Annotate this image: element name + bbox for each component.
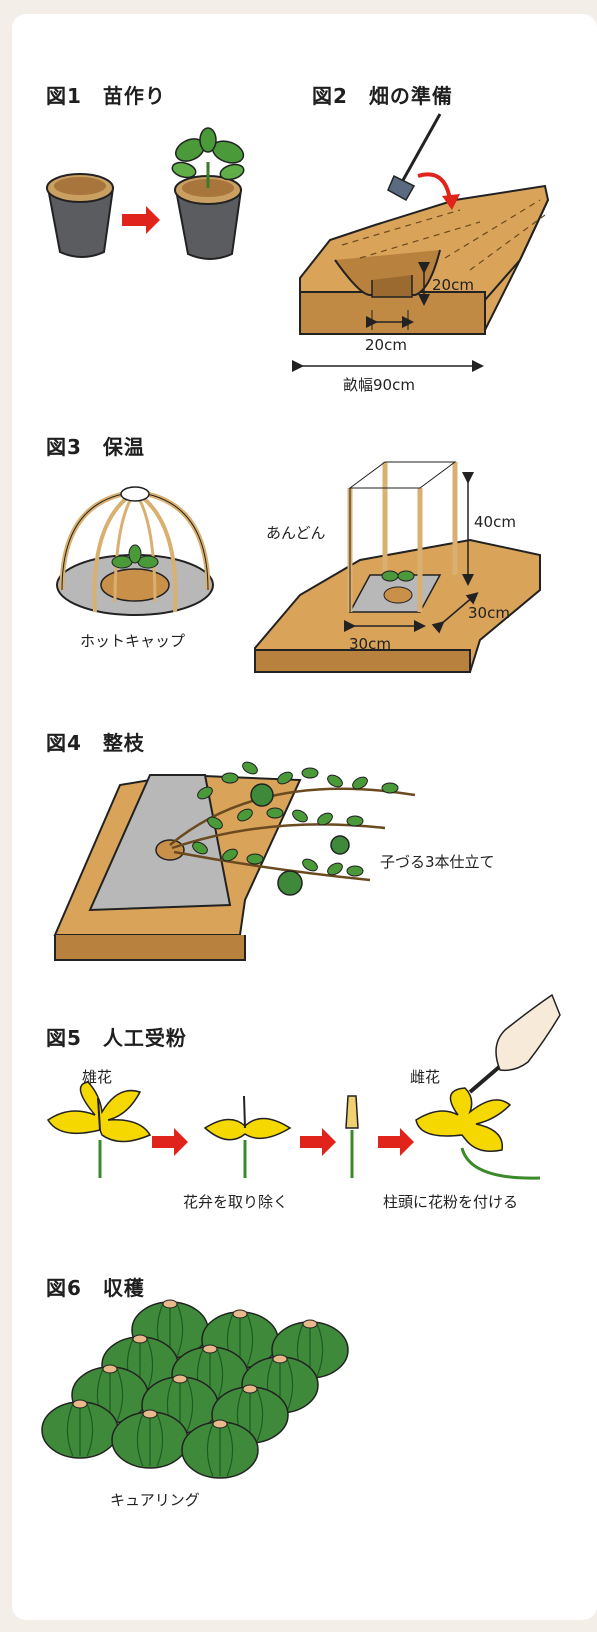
pot-empty: [46, 173, 115, 258]
vine-leaf: [207, 816, 223, 830]
fig3-width-label: 30cm: [349, 635, 391, 653]
fig5-title: 図5 人工受粉: [46, 1026, 187, 1050]
pumpkin: [181, 1419, 259, 1479]
fig5-remove-label: 花弁を取り除く: [183, 1193, 289, 1211]
flower-stamen: [345, 1095, 359, 1178]
fig5-arrow-1: [152, 1128, 188, 1156]
fig5-arrow-2: [300, 1128, 336, 1156]
vine-leaf: [246, 853, 264, 865]
fig3-title: 図3 保温: [46, 435, 145, 459]
fig5-male-label: 雄花: [82, 1068, 113, 1086]
vine-leaf: [221, 772, 239, 784]
fig6-title: 図6 収穫: [46, 1276, 145, 1300]
fig2-width-label: 20cm: [365, 336, 407, 354]
fig3-hotcap-label: ホットキャップ: [80, 632, 186, 650]
vine-leaf: [317, 812, 333, 826]
vine-leaf: [301, 767, 319, 779]
pot-seedling: [171, 127, 245, 260]
vine-leaf: [346, 865, 364, 877]
vine-leaf: [302, 858, 318, 872]
fig3-depth-label: 30cm: [468, 604, 510, 622]
vine-leaf: [346, 815, 364, 827]
fig3-andon-label: あんどん: [266, 524, 326, 542]
vine-leaf: [327, 862, 343, 876]
fig2-height-label: 20cm: [432, 276, 474, 294]
fig2-dimensions: [292, 262, 484, 372]
fig5-female-label: 雌花: [410, 1068, 441, 1086]
vine-leaves: [192, 761, 399, 877]
vine-leaf: [327, 774, 343, 788]
fig1-title: 図1 苗作り: [46, 84, 166, 108]
male-flower: [46, 1081, 152, 1178]
hand-with-brush: [468, 993, 561, 1094]
vine-leaf: [381, 782, 399, 794]
vine-leaf: [277, 771, 293, 785]
vine-leaf: [292, 809, 308, 823]
vine-leaf: [197, 786, 213, 800]
fig5-apply-label: 柱頭に花粉を付ける: [383, 1193, 519, 1211]
fig4-title: 図4 整枝: [46, 731, 145, 755]
pumpkin: [41, 1399, 119, 1459]
vines: [169, 783, 416, 896]
vine-leaf: [237, 808, 253, 822]
vine-leaf: [222, 848, 238, 862]
fig2-bed-width-label: 畝幅90cm: [343, 376, 415, 394]
field-bed: [299, 184, 550, 335]
fig6-curing-label: キュアリング: [110, 1491, 200, 1509]
vine-leaf: [352, 776, 368, 790]
fig1-red-arrow: [122, 206, 160, 234]
pumpkins: [41, 1299, 349, 1479]
vine-leaf: [192, 841, 208, 855]
vine-leaf: [266, 807, 284, 819]
vine-leaf: [242, 761, 258, 775]
fig3-height-label: 40cm: [474, 513, 516, 531]
female-flower: [415, 1087, 541, 1180]
andon-frame: [254, 461, 541, 673]
fig2-title: 図2 畑の準備: [312, 84, 453, 108]
fig5-arrow-3: [378, 1128, 414, 1156]
hot-cap: [56, 486, 214, 616]
fig4-pruning-label: 子づる3本仕立て: [380, 853, 495, 871]
flower-petal-removed: [203, 1095, 292, 1178]
hoe-icon: [387, 113, 460, 210]
